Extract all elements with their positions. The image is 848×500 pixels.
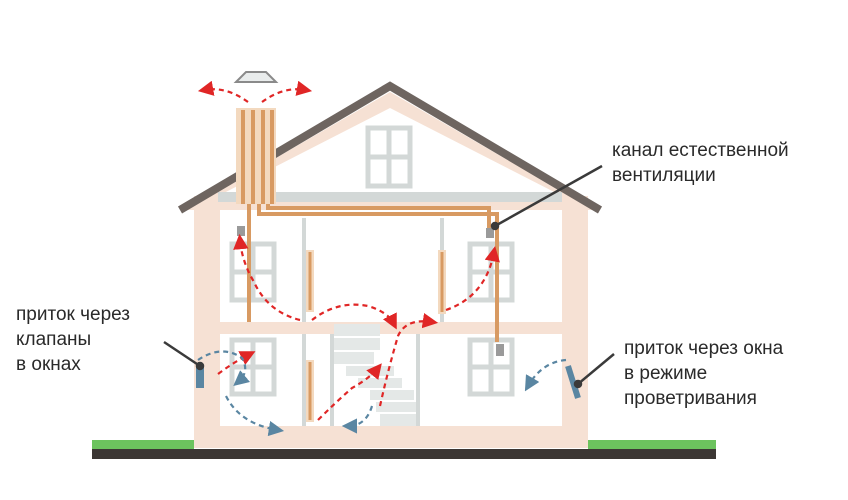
label-line: клапаны xyxy=(16,329,92,350)
attic-window xyxy=(365,125,413,189)
exhaust-grilles xyxy=(237,226,504,356)
chimney xyxy=(236,108,276,204)
duct-right-short xyxy=(266,204,491,232)
staircase xyxy=(334,324,416,426)
partition-lower-mid xyxy=(330,334,334,426)
duct-right-long xyxy=(257,204,499,342)
grass-left xyxy=(92,440,194,449)
open-window-sash xyxy=(565,365,581,399)
label-line: вентиляции xyxy=(612,165,716,186)
leader-channel xyxy=(494,164,603,228)
right-sill xyxy=(562,402,588,428)
window-upper-left xyxy=(229,241,277,303)
ventilation-ducts xyxy=(247,204,499,342)
leader-valves xyxy=(163,340,201,368)
exhaust-airflow xyxy=(197,80,500,421)
label-supply-through-valves: приток через клапаны в окнах xyxy=(16,302,130,377)
foundation xyxy=(194,426,588,448)
label-natural-ventilation-channel: канал естественной вентиляции xyxy=(612,138,789,188)
label-line: в окнах xyxy=(16,354,81,375)
attic-floor xyxy=(218,192,562,202)
ground xyxy=(92,440,716,459)
left-sill xyxy=(194,388,220,428)
supply-airflow xyxy=(197,350,567,437)
leader-windows xyxy=(577,353,615,385)
partition-upper-left xyxy=(302,218,306,322)
label-line: в режиме xyxy=(624,363,708,384)
grass-right xyxy=(588,440,716,449)
soil-strip xyxy=(92,449,716,459)
label-line: проветривания xyxy=(624,388,757,409)
window-lower-right xyxy=(467,337,515,397)
window-valve xyxy=(196,366,204,388)
leader-lines xyxy=(163,164,615,389)
chimney-cap xyxy=(233,71,279,83)
window-upper-right xyxy=(467,241,515,303)
label-line: канал естественной xyxy=(612,140,789,161)
partition-lower-left xyxy=(302,334,306,426)
window-lower-left xyxy=(229,337,277,397)
wall-vents xyxy=(306,250,446,422)
ceiling-slab xyxy=(194,322,588,334)
label-line: приток через окна xyxy=(624,338,784,359)
label-supply-through-windows: приток через окна в режиме проветривания xyxy=(624,336,783,411)
partition-lower-right xyxy=(416,334,420,426)
label-line: приток через xyxy=(16,304,131,325)
